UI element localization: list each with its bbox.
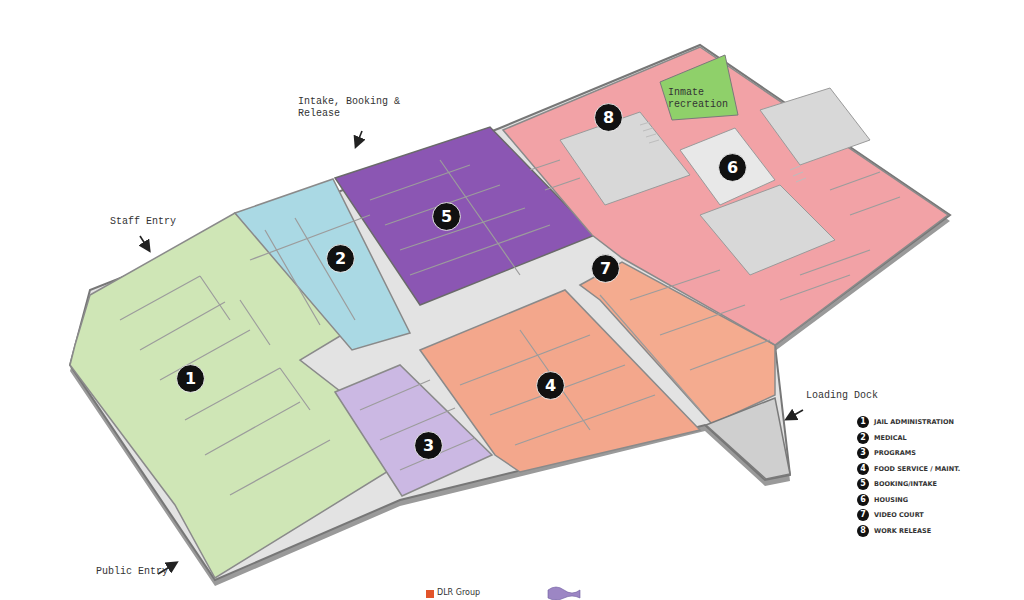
logo-text: DLR Group — [437, 588, 480, 598]
legend-text: PROGRAMS — [874, 448, 916, 458]
callout-number: 1 — [176, 364, 205, 393]
callout-text: 2 — [335, 249, 346, 268]
callout-circle — [719, 154, 747, 182]
housing-hub — [680, 128, 775, 205]
housing-dayroom — [560, 112, 690, 205]
callout-number: 3 — [414, 431, 443, 460]
annotation-label: Inmate recreation — [668, 87, 732, 111]
legend-row: WORK RELEASE 8 — [857, 525, 1007, 538]
callout-circle — [595, 104, 623, 132]
annotation-label: Staff Entry — [110, 216, 176, 228]
callout-text: 5 — [441, 207, 452, 226]
legend-text: FOOD SERVICE / MAINT. — [874, 464, 960, 474]
legend-row: BOOKING/INTAKE 5 — [857, 478, 1007, 491]
legend-row: FOOD SERVICE / MAINT. 4 — [857, 463, 1007, 476]
legend-row: MEDICAL 2 — [857, 432, 1007, 445]
legend-text: VIDEO COURT — [874, 510, 924, 520]
callout-text: 3 — [423, 436, 434, 455]
legend-row: PROGRAMS 3 — [857, 447, 1007, 460]
legend-text: MEDICAL — [874, 433, 907, 443]
annotation-label: Public Entry — [96, 566, 168, 578]
annotation-label: Intake, Booking & Release — [298, 96, 410, 120]
logo-mark — [426, 590, 434, 598]
callout-circle — [433, 203, 461, 231]
callout-circle — [327, 245, 355, 273]
callout-number: 8 — [594, 103, 623, 132]
callout-number: 7 — [591, 254, 620, 283]
recreation-yard — [660, 55, 738, 120]
building-floor — [70, 45, 950, 580]
legend-text: WORK RELEASE — [874, 526, 931, 536]
callout-number: 4 — [536, 371, 565, 400]
callout-circle — [537, 372, 565, 400]
housing-zone — [503, 47, 948, 345]
callout-number: 2 — [326, 244, 355, 273]
callout-text: 8 — [603, 108, 614, 127]
callout-circle — [415, 432, 443, 460]
callout-circle — [592, 255, 620, 283]
legend-number: 5 — [857, 478, 869, 490]
legend-row: JAIL ADMINISTRATION 1 — [857, 416, 1007, 429]
legend-number: 8 — [857, 525, 869, 537]
annotation-label: Loading Dock — [806, 390, 878, 402]
partner-logo — [548, 587, 580, 600]
stairs — [640, 122, 806, 182]
callout-circle — [177, 365, 205, 393]
legend-text: BOOKING/INTAKE — [874, 479, 937, 489]
legend-number: 6 — [857, 494, 869, 506]
callout-text: 7 — [600, 259, 611, 278]
callout-text: 4 — [545, 376, 556, 395]
interior-walls — [120, 160, 900, 495]
legend-number: 1 — [857, 416, 869, 428]
callout-number: 5 — [432, 202, 461, 231]
legend-text: HOUSING — [874, 495, 908, 505]
housing-dayroom — [760, 88, 870, 165]
legend-row: VIDEO COURT 7 — [857, 509, 1007, 522]
legend-number: 3 — [857, 447, 869, 459]
callout-text: 1 — [185, 369, 196, 388]
callout-number: 6 — [718, 153, 747, 182]
legend-number: 4 — [857, 463, 869, 475]
legend-number: 2 — [857, 432, 869, 444]
legend-text: JAIL ADMINISTRATION — [874, 417, 954, 427]
legend-number: 7 — [857, 509, 869, 521]
loading-dock — [706, 398, 790, 479]
callout-text: 6 — [727, 158, 738, 177]
legend-row: HOUSING 6 — [857, 494, 1007, 507]
entry-arrow — [140, 131, 803, 574]
